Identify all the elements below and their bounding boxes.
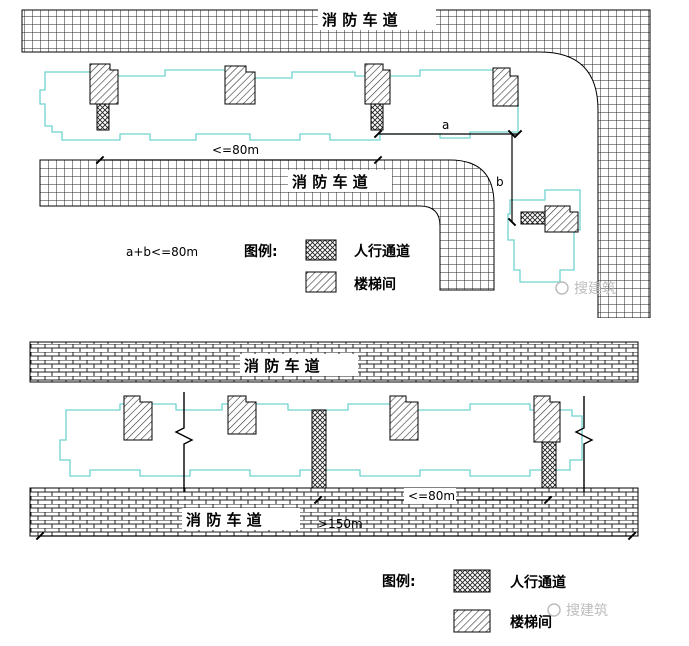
top-panel: 消 防 车 道 消 防 车 道 <=80m a b a+b<=80m 图例:	[21, 8, 651, 319]
top-road-label: 消 防 车 道	[322, 11, 398, 29]
building-outline-top	[39, 69, 519, 141]
stairwell-1	[89, 63, 119, 105]
legend-walkway-label-bottom: 人行通道	[510, 574, 566, 591]
building-wing-top	[507, 189, 581, 283]
dim-80-bottom-label: <=80m	[408, 489, 455, 503]
legend-walkway-swatch-top	[305, 239, 337, 261]
bottom-walkway-2	[541, 441, 557, 489]
watermark-bottom: 搜建筑	[566, 603, 608, 619]
formula-text: a+b<=80m	[126, 245, 198, 259]
legend-stair-label-top: 楼梯间	[354, 276, 396, 293]
dim-150-label: >150m	[318, 517, 363, 531]
legend-title-bottom: 图例:	[382, 573, 416, 590]
dim-80-label: <=80m	[212, 143, 259, 157]
bottom-stairwell-1	[123, 395, 153, 441]
walkway-2	[370, 103, 384, 131]
walkway-1	[96, 103, 110, 131]
bottom-top-road-label-bg	[240, 354, 358, 376]
stairwell-3	[364, 63, 391, 105]
watermark-icon-bottom	[547, 603, 561, 617]
bottom-stairwell-4	[533, 395, 561, 443]
bottom-top-road-label: 消 防 车 道	[244, 357, 320, 375]
bottom-panel: 消 防 车 道 消 防 车 道 >150m <=80m 图例: 人行通道 楼梯间	[29, 341, 639, 633]
legend-walkway-swatch-bottom	[453, 569, 491, 593]
legend-title-top: 图例:	[244, 243, 278, 260]
dim-b-label: b	[496, 175, 504, 189]
bottom-stairwell-2	[227, 395, 257, 435]
bottom-bottom-road-label-bg	[182, 508, 300, 530]
middle-road-label-bg	[288, 170, 392, 192]
panel-separator	[0, 318, 689, 338]
dim-a-label: a	[442, 118, 449, 132]
watermark-top: 搜建筑	[574, 281, 616, 297]
break-line-left	[174, 392, 194, 492]
watermark-icon-top	[555, 281, 569, 295]
middle-road-label: 消 防 车 道	[292, 173, 368, 191]
bottom-walkway-1	[311, 409, 327, 489]
stairwell-4	[492, 67, 519, 107]
legend-walkway-label-top: 人行通道	[354, 243, 410, 260]
middle-road	[39, 159, 495, 291]
dim-80-bottom-label-bg	[404, 488, 456, 504]
break-line-right	[574, 396, 594, 492]
legend-stair-swatch-top	[305, 271, 337, 293]
walkway-3	[520, 211, 546, 225]
top-road-label-bg	[318, 8, 436, 30]
bottom-stairwell-3	[389, 395, 419, 441]
stairwell-2	[224, 65, 256, 105]
building-outline-bottom	[59, 403, 583, 477]
legend-stair-swatch-bottom	[453, 609, 491, 633]
top-road	[21, 9, 651, 319]
bottom-bottom-road-label: 消 防 车 道	[186, 511, 262, 529]
stairwell-5	[544, 205, 579, 233]
legend-stair-label-bottom: 楼梯间	[510, 614, 552, 631]
